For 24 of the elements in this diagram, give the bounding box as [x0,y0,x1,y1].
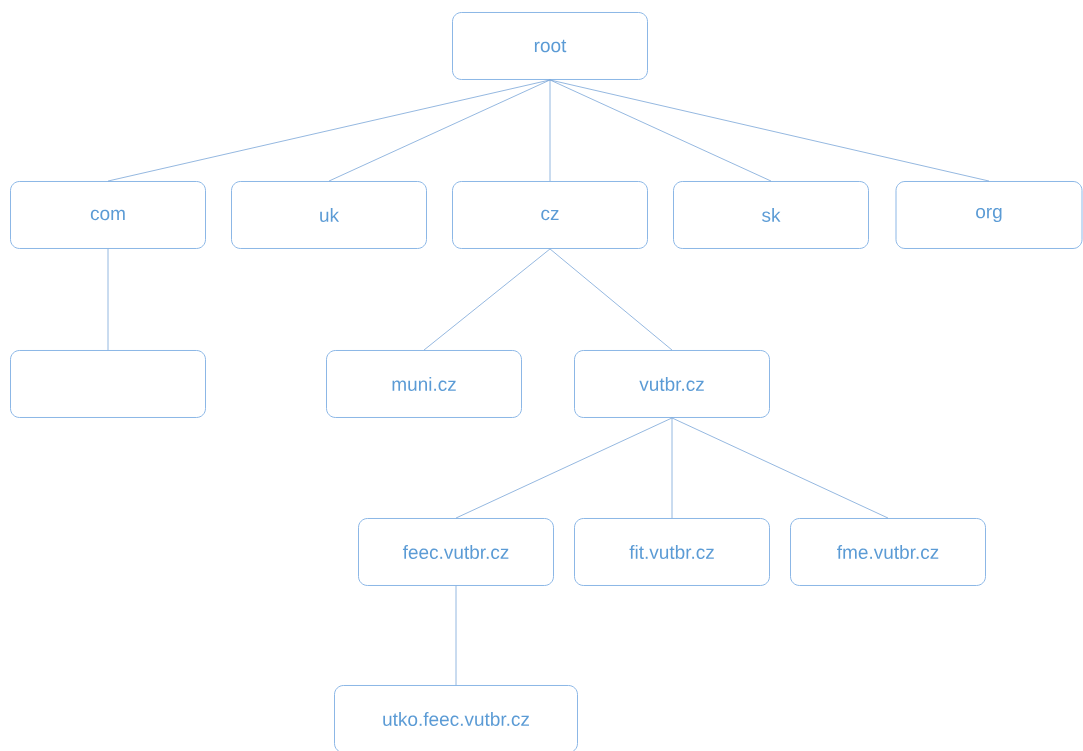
connector-line [549,79,772,182]
connector-line [423,248,551,351]
connector-line [671,417,889,519]
connector-line [455,585,457,686]
domain-box: uk [231,181,427,249]
connector-line [671,417,673,519]
connector-line [549,79,990,182]
empty-box [10,350,206,418]
domain-box: cz [452,181,648,249]
domain-box: sk [673,181,869,249]
domain-box: fit.vutbr.cz [574,518,770,586]
connector-line [549,79,551,182]
connector-line [455,417,673,519]
domain-box: org [895,181,1083,249]
domain-box: utko.feec.vutbr.cz [334,685,578,751]
domain-box: fme.vutbr.cz [790,518,986,586]
domain-box: feec.vutbr.cz [358,518,554,586]
connector-line [549,248,673,351]
connector-line [107,248,109,351]
domain-box: com [10,181,206,249]
connector-line [328,79,551,182]
domain-box: root [452,12,648,80]
domain-box: vutbr.cz [574,350,770,418]
domain-box: muni.cz [326,350,522,418]
